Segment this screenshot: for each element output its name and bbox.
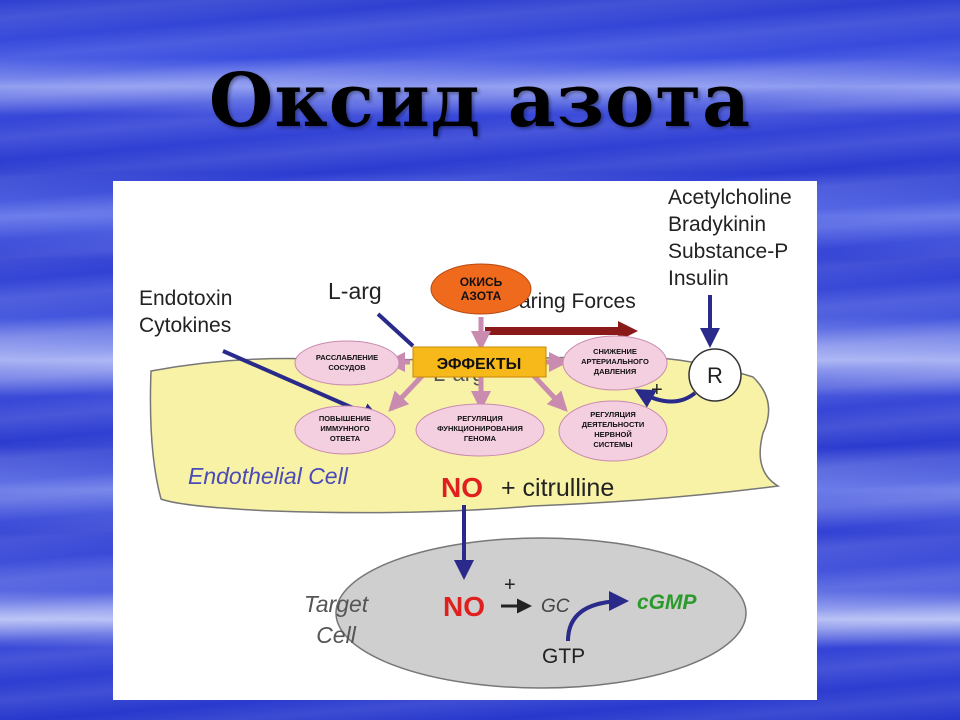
target-cell bbox=[335, 537, 747, 689]
no-endothelial-label: NO bbox=[441, 472, 483, 503]
svg-text:ДАВЛЕНИЯ: ДАВЛЕНИЯ bbox=[594, 367, 636, 376]
agonist-label: Bradykinin bbox=[668, 213, 766, 236]
effects-arrows bbox=[385, 317, 569, 412]
target-cell-label: Target bbox=[304, 591, 370, 617]
cgmp-label: cGMP bbox=[637, 591, 698, 614]
effect-bubble: РЕГУЛЯЦИЯ ФУНКЦИОНИРОВАНИЯ ГЕНОМА bbox=[415, 403, 545, 457]
receptor-circle bbox=[688, 348, 742, 402]
stimulus-label: Endotoxin bbox=[139, 287, 232, 310]
svg-text:СНИЖЕНИЕ: СНИЖЕНИЕ bbox=[593, 347, 637, 356]
diagram-panel: Acetylcholine Bradykinin Substance-P Ins… bbox=[113, 181, 817, 700]
receptor-plus: + bbox=[651, 379, 663, 401]
svg-text:АРТЕРИАЛЬНОГО: АРТЕРИАЛЬНОГО bbox=[581, 357, 649, 366]
receptor-label: R bbox=[707, 363, 723, 388]
agonist-label: Insulin bbox=[668, 267, 729, 290]
shearing-forces-label: aring Forces bbox=[519, 290, 636, 313]
target-cell-label: Cell bbox=[316, 622, 357, 648]
gc-plus: + bbox=[504, 574, 516, 596]
center-label: ОКИСЬ bbox=[460, 275, 503, 289]
svg-text:РЕГУЛЯЦИЯ: РЕГУЛЯЦИЯ bbox=[590, 410, 636, 419]
stimulus-label: Cytokines bbox=[139, 314, 231, 337]
shearing-forces-arrow bbox=[485, 321, 638, 341]
center-nitric-oxide-node bbox=[430, 263, 532, 315]
effect-bubble: СНИЖЕНИЕ АРТЕРИАЛЬНОГО ДАВЛЕНИЯ bbox=[562, 335, 668, 391]
svg-text:ФУНКЦИОНИРОВАНИЯ: ФУНКЦИОНИРОВАНИЯ bbox=[437, 424, 523, 433]
endothelial-cell-label: Endothelial Cell bbox=[188, 463, 349, 489]
center-label: АЗОТА bbox=[461, 289, 502, 303]
svg-text:РАССЛАБЛЕНИЕ: РАССЛАБЛЕНИЕ bbox=[316, 353, 378, 362]
svg-text:РЕГУЛЯЦИЯ: РЕГУЛЯЦИЯ bbox=[457, 414, 503, 423]
slide-title: Оксид азота bbox=[208, 58, 752, 144]
effects-box bbox=[412, 346, 547, 378]
receptor-arrow bbox=[634, 389, 697, 408]
gtp-arrow bbox=[566, 591, 629, 642]
no-target-label: NO bbox=[443, 591, 485, 622]
svg-text:ОТВЕТА: ОТВЕТА bbox=[330, 434, 361, 443]
stimuli-list: Endotoxin Cytokines bbox=[139, 287, 232, 337]
svg-text:ДЕЯТЕЛЬНОСТИ: ДЕЯТЕЛЬНОСТИ bbox=[582, 420, 644, 429]
nitric-oxide-diagram: Acetylcholine Bradykinin Substance-P Ins… bbox=[139, 186, 792, 689]
l-arg-arrow bbox=[376, 312, 415, 348]
agonist-list: Acetylcholine Bradykinin Substance-P Ins… bbox=[668, 186, 792, 290]
effect-bubble: ПОВЫШЕНИЕ ИММУННОГО ОТВЕТА bbox=[294, 405, 396, 455]
agonist-label: Acetylcholine bbox=[668, 186, 792, 209]
gc-label: GC bbox=[541, 596, 570, 617]
svg-text:ИММУННОГО: ИММУННОГО bbox=[320, 424, 369, 433]
agonist-label: Substance-P bbox=[668, 240, 788, 263]
svg-text:ГЕНОМА: ГЕНОМА bbox=[464, 434, 497, 443]
svg-text:СОСУДОВ: СОСУДОВ bbox=[328, 363, 366, 372]
l-arg-label: L-arg bbox=[328, 278, 382, 304]
svg-text:СИСТЕМЫ: СИСТЕМЫ bbox=[593, 440, 632, 449]
effect-bubble: РАССЛАБЛЕНИЕ СОСУДОВ bbox=[294, 340, 400, 386]
effect-bubble: РЕГУЛЯЦИЯ ДЕЯТЕЛЬНОСТИ НЕРВНОЙ СИСТЕМЫ bbox=[558, 400, 668, 462]
effects-label: ЭФФЕКТЫ bbox=[437, 356, 522, 373]
citrulline-label: + citrulline bbox=[501, 474, 614, 502]
gtp-label: GTP bbox=[542, 645, 585, 668]
svg-text:ПОВЫШЕНИЕ: ПОВЫШЕНИЕ bbox=[319, 414, 371, 423]
svg-text:НЕРВНОЙ: НЕРВНОЙ bbox=[594, 430, 631, 439]
